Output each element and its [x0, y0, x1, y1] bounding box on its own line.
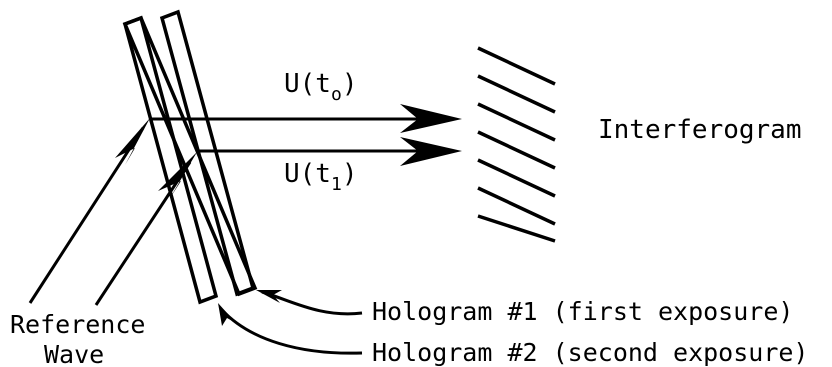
- label-reference-wave-line2: Wave: [44, 340, 104, 367]
- label-hologram1: Hologram #1 (first exposure): [372, 297, 793, 326]
- reference-wave-arrow-lower: [94, 161, 192, 306]
- hologram-plate-2-visible: [122, 15, 219, 305]
- hologram-plate-1-visible: [159, 9, 256, 297]
- wave-u-t0-arrowhead: [400, 104, 462, 133]
- label-u-t1: U(t1): [284, 159, 357, 195]
- hologram2-pointer-head: [218, 303, 236, 326]
- label-reference-wave-line1: Reference: [10, 310, 145, 339]
- interferogram-fringes: [477, 46, 556, 243]
- wave-u-t1-arrowhead: [400, 137, 462, 166]
- label-interferogram: Interferogram: [598, 115, 802, 145]
- reference-wave-arrowhead-upper: [115, 118, 150, 165]
- hologram2-pointer: [220, 308, 363, 355]
- label-u-t0: U(to): [284, 69, 357, 105]
- label-hologram2: Hologram #2 (second exposure): [372, 338, 809, 367]
- reference-wave-arrow-upper: [28, 127, 145, 304]
- hologram1-pointer-head: [256, 290, 282, 303]
- hologram1-pointer: [261, 290, 363, 316]
- reference-wave-arrowhead-lower: [158, 152, 197, 198]
